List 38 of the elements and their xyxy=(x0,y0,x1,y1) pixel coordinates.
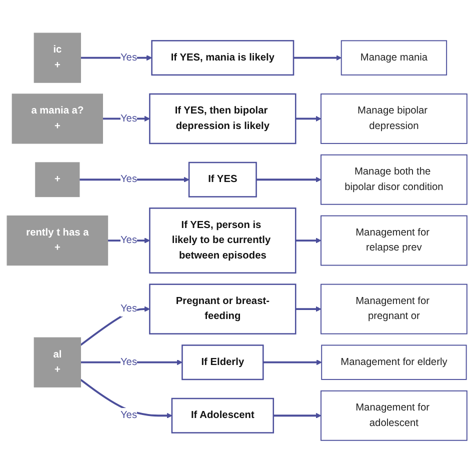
node-box: Manage both the bipolar disor condition xyxy=(320,154,468,206)
arrow xyxy=(296,306,322,312)
node-box: Management for adolescent xyxy=(320,390,468,442)
node-box: If Adolescent xyxy=(171,398,274,434)
arrow xyxy=(273,413,322,419)
arrow xyxy=(80,379,172,419)
edge-label: Yes xyxy=(120,304,138,314)
node-box: Pregnant or breast-feeding xyxy=(149,284,296,335)
arrow xyxy=(296,116,322,122)
edge-label: Yes xyxy=(120,235,138,246)
arrow xyxy=(80,55,152,61)
edge-label: Yes xyxy=(120,174,138,185)
node-box: Management for elderly xyxy=(321,345,467,380)
edge-label: Yes xyxy=(120,410,138,421)
node-box: + xyxy=(35,162,80,198)
node-box: If Elderly xyxy=(182,344,264,380)
node-box: rently t has a + xyxy=(6,216,108,266)
node-box: Manage mania xyxy=(340,40,448,76)
node-box: If YES xyxy=(188,162,257,198)
node-box: Management for pregnant or xyxy=(320,284,468,335)
arrow xyxy=(294,55,342,61)
arrow xyxy=(296,238,322,244)
edge-label: Yes xyxy=(120,356,138,368)
node-box: al + xyxy=(34,338,81,388)
node-box: ic + xyxy=(34,33,81,84)
node-box: Manage bipolar depression xyxy=(320,94,468,144)
node-box: If YES, then bipolar depression is likely xyxy=(149,94,296,144)
arrow xyxy=(80,360,182,366)
edge-label: Yes xyxy=(120,113,138,124)
arrow xyxy=(256,177,322,183)
arrow xyxy=(79,177,190,183)
node-box: a mania a? + xyxy=(12,94,103,144)
node-box: If YES, mania is likely xyxy=(151,40,294,76)
node-box: If YES, person is likely to be currently between episodes xyxy=(149,208,296,274)
edge-label: Yes xyxy=(120,52,138,64)
node-box: Management for relapse prev xyxy=(320,216,468,266)
arrow xyxy=(80,306,150,346)
arrow xyxy=(263,360,322,366)
